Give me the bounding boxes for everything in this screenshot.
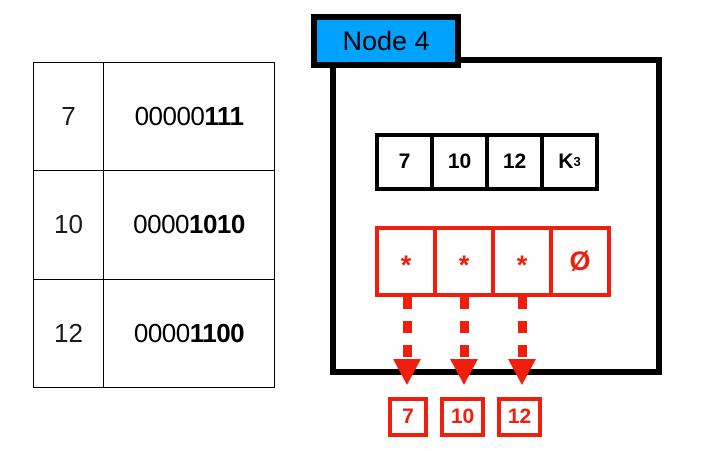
table-row: 10 00001010	[33, 170, 275, 280]
binary-value-cell: 00000111	[103, 61, 275, 172]
binary-prefix: 0000	[133, 209, 189, 240]
key-cell-2: 12	[485, 133, 544, 191]
arrow-shaft	[518, 297, 527, 365]
pointer-cell-2: *	[491, 226, 553, 297]
node-container-box	[330, 57, 662, 375]
arrow-shaft	[460, 297, 469, 365]
arrow-head-icon	[450, 359, 478, 385]
pointer-cell-3: Ø	[549, 226, 611, 297]
binary-suffix: 111	[204, 101, 244, 132]
binary-conversion-table: 7 00000111 10 00001010 12 00001100	[33, 61, 275, 389]
table-row: 7 00000111	[33, 61, 275, 172]
binary-suffix: 1100	[189, 317, 245, 348]
table-row: 12 00001100	[33, 278, 275, 389]
binary-suffix: 1010	[189, 209, 245, 240]
key-cell-0: 7	[375, 133, 434, 191]
null-pointer-icon: Ø	[569, 246, 591, 276]
leaf-value-box-0: 7	[388, 397, 428, 437]
leaf-value-box-2: 12	[497, 397, 542, 437]
binary-table-body: 7 00000111 10 00001010 12 00001100	[33, 61, 275, 389]
binary-value-cell: 00001010	[103, 170, 275, 280]
leaf-value-box-1: 10	[440, 397, 485, 437]
pointer-star-icon: *	[458, 250, 470, 281]
pointer-star-icon: *	[400, 250, 412, 281]
pointer-star-icon: *	[516, 250, 528, 281]
decimal-value-cell: 10	[33, 170, 104, 280]
key-cell-1: 10	[430, 133, 489, 191]
arrow-shaft	[403, 297, 412, 365]
binary-prefix: 00000	[134, 101, 205, 132]
pointer-cell-0: *	[375, 226, 437, 297]
arrow-head-icon	[508, 359, 536, 385]
arrow-head-icon	[393, 359, 421, 385]
binary-value-cell: 00001100	[103, 278, 275, 389]
binary-prefix: 0000	[133, 317, 190, 348]
decimal-value-cell: 7	[33, 61, 104, 172]
pointer-cell-1: *	[433, 226, 495, 297]
node-title-text: Node 4	[342, 25, 430, 56]
decimal-value-cell: 12	[33, 278, 104, 389]
node-pointer-row: * * * Ø	[375, 226, 611, 297]
node-title-badge: Node 4	[311, 14, 461, 68]
key-cell-3-base: K	[558, 150, 574, 173]
